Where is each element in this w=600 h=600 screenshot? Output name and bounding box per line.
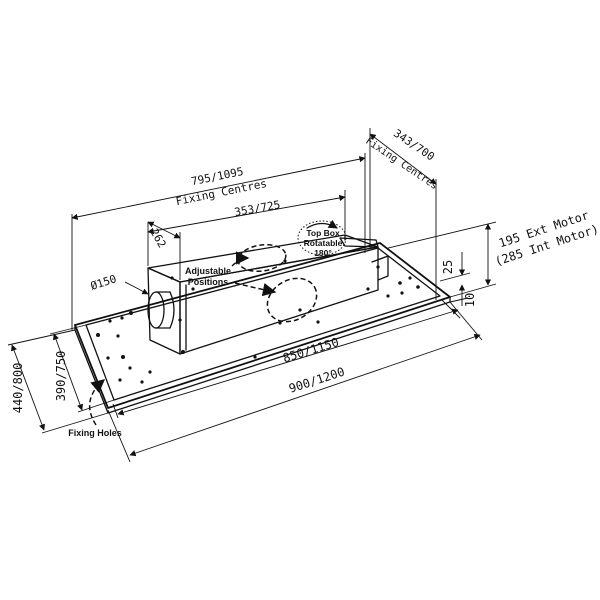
motor-box (147, 234, 389, 355)
top-box-label-1: Top Box (306, 228, 340, 238)
dim-262: 262 (147, 226, 168, 250)
adjustable-label-2: Positions (188, 277, 229, 287)
top-box-label-2: Rotatable (304, 238, 343, 248)
dim-25: 25 (439, 252, 471, 300)
adjustable-outlet-positions (237, 243, 318, 323)
dim-10-label: 10 (463, 293, 477, 307)
dim-10: 10 (449, 293, 477, 307)
plate-holes (96, 265, 420, 384)
dim-inner-depth: 390/750 (49, 324, 115, 413)
dim-inner-length: 850/1150 (112, 299, 461, 419)
dim-850-1150: 850/1150 (281, 335, 340, 365)
adjustable-label-1: Adjustable (185, 266, 231, 276)
dim-353-725: 353/725 (233, 198, 281, 219)
top-box-rotatable: Top Box Rotatable 180° (297, 219, 347, 258)
fixing-holes-callout: Fixing Holes (68, 379, 122, 438)
top-box-label-3: 180° (314, 248, 332, 258)
dim-height: 195 Ext Motor (285 Int Motor) (387, 208, 600, 298)
plate-inner-rim (85, 247, 441, 401)
fixing-holes-label: Fixing Holes (68, 428, 122, 438)
dim-duct-diameter: Ø150 (89, 272, 149, 295)
dim-25-label: 25 (441, 260, 455, 274)
dim-outer-depth: 440/800 (7, 329, 109, 434)
adjustable-label: Adjustable Positions (185, 251, 277, 297)
duct-outlet (147, 291, 175, 329)
dim-440-800: 440/800 (11, 363, 25, 414)
dim-fixing-centres-depth: 343/700 Fixing Centres (363, 127, 439, 300)
dim-box-depth: 262 (147, 221, 181, 280)
dim-o150: Ø150 (89, 272, 118, 293)
dim-390-750: 390/750 (54, 351, 68, 402)
dim-outer-length: 900/1200 (107, 301, 483, 463)
box-front-face (179, 246, 379, 355)
